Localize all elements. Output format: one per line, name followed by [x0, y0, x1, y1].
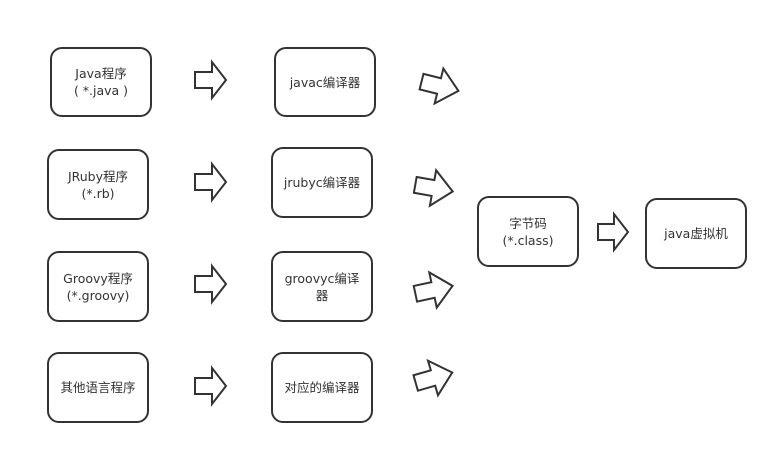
compiler-box-groovyc: groovyc编译 器 — [271, 251, 373, 322]
bytecode-label: 字节码 — [509, 215, 547, 231]
source-label: 其他语言程序 — [60, 380, 136, 395]
source-extension: ( *.java ) — [73, 83, 129, 98]
compiler-label: groovyc编译 — [284, 270, 360, 286]
compiler-label: javac编译器 — [289, 74, 361, 90]
jvm-label: java虚拟机 — [664, 226, 728, 241]
source-label: Groovy程序 — [63, 270, 133, 286]
arrow-right-icon — [194, 59, 228, 101]
source-label: Java程序 — [75, 66, 127, 81]
source-box-groovy: Groovy程序 (*.groovy) — [47, 251, 149, 322]
source-label: JRuby程序 — [67, 168, 129, 184]
compiler-box-javac: javac编译器 — [274, 47, 376, 117]
arrow-right-icon — [194, 161, 228, 203]
bytecode-extension: (*.class) — [502, 232, 554, 248]
compiler-box-jrubyc: jrubyc编译器 — [271, 147, 373, 218]
jvm-box: java虚拟机 — [645, 198, 747, 269]
source-box-other: 其他语言程序 — [47, 352, 149, 423]
arrow-right-icon — [412, 167, 455, 208]
arrow-right-icon — [412, 358, 454, 398]
source-extension: (*.rb) — [81, 185, 115, 201]
arrow-right-icon — [412, 270, 455, 311]
arrow-right-icon — [194, 263, 228, 305]
arrow-right-icon — [418, 66, 460, 106]
compiler-label: 对应的编译器 — [284, 380, 360, 395]
compiler-box-other: 对应的编译器 — [271, 352, 373, 423]
compiler-label-cont: 器 — [315, 287, 329, 303]
arrow-right-icon — [194, 365, 228, 407]
source-box-jruby: JRuby程序 (*.rb) — [47, 149, 149, 220]
bytecode-box: 字节码 (*.class) — [477, 196, 579, 267]
arrow-right-icon — [597, 211, 630, 253]
source-box-java: Java程序 ( *.java ) — [50, 47, 152, 117]
compiler-label: jrubyc编译器 — [283, 175, 361, 190]
source-extension: (*.groovy) — [66, 287, 130, 303]
